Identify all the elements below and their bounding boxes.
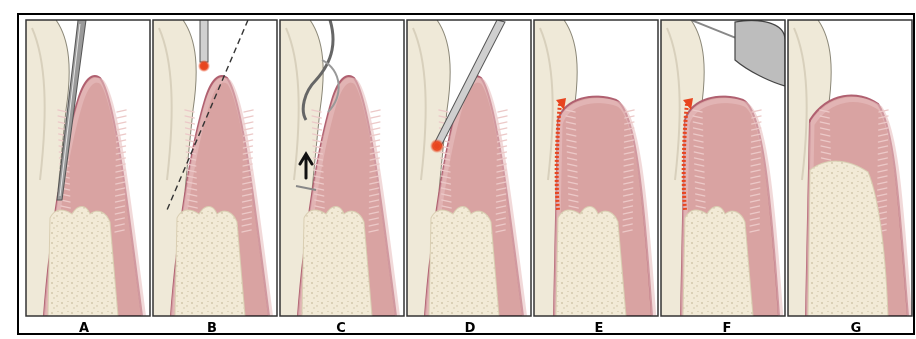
alveolar-bone <box>429 207 499 317</box>
alveolar-bone <box>175 207 245 317</box>
panels-group <box>26 20 912 320</box>
panel-a <box>26 20 150 320</box>
panel-f <box>661 20 785 320</box>
panel-label-g: G <box>851 321 862 336</box>
panel-c <box>280 20 404 320</box>
alveolar-bone <box>302 207 372 317</box>
panel-label-c: C <box>336 321 346 336</box>
panel-label-b: B <box>207 321 217 336</box>
panel-label-a: A <box>79 321 89 336</box>
panel-label-e: E <box>595 321 604 336</box>
laser-spot <box>434 143 440 149</box>
alveolar-bone <box>48 207 118 317</box>
laser-spot <box>201 63 207 69</box>
alveolar-bone <box>556 207 626 317</box>
panel-label-f: F <box>723 321 732 336</box>
panel-label-d: D <box>465 321 476 336</box>
alveolar-bone <box>683 207 753 317</box>
panel-e <box>534 20 658 320</box>
panel-d <box>407 20 531 320</box>
laser-fiber <box>200 20 208 62</box>
panel-g <box>788 20 912 320</box>
panel-b <box>153 20 277 320</box>
